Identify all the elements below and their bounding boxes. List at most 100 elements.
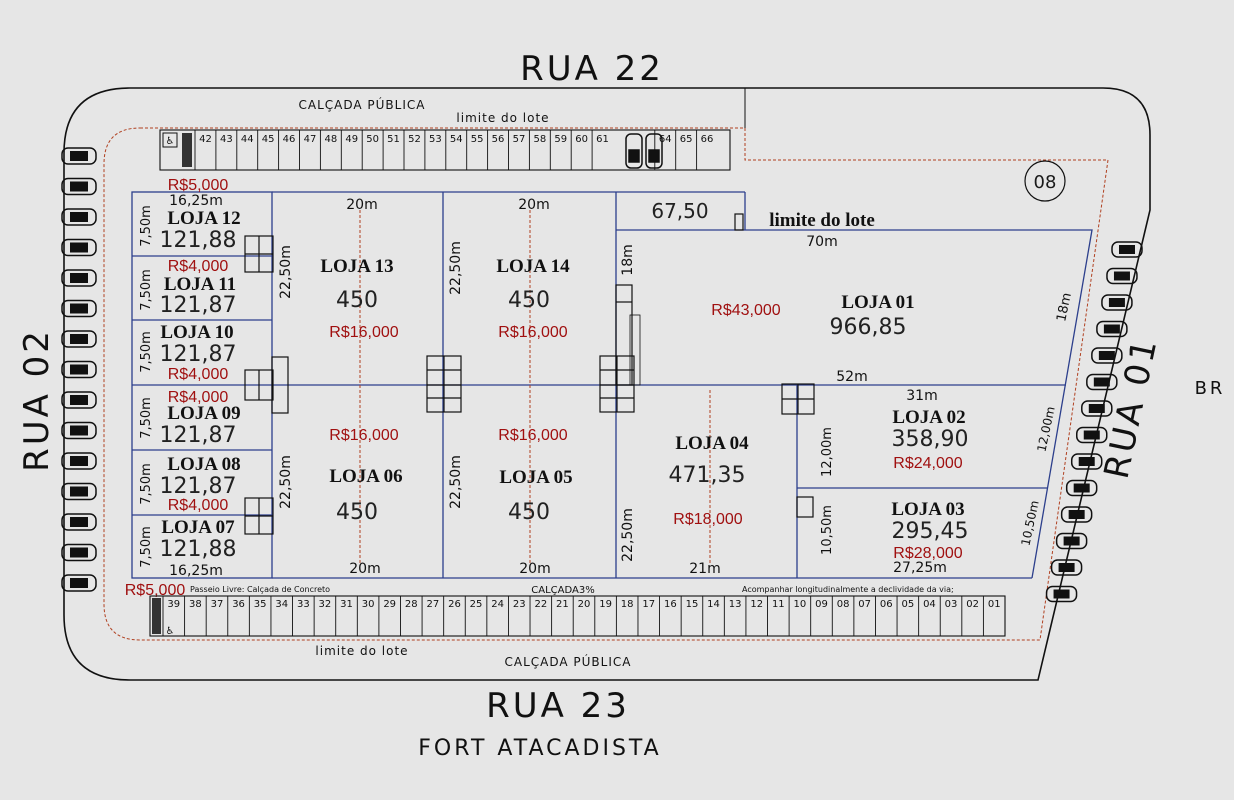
car-icons-left [61,147,97,592]
passeio-note: Passeio Livre: Calçada de Concreto [190,585,330,594]
parking-number: 26 [448,599,461,610]
dim-22-50-05: 22,50m [448,455,464,509]
parking-number: 09 [815,599,828,610]
lot-number-circle [1024,160,1066,202]
loja04-area: 471,35 [669,463,746,488]
calcada-publica-top: CALÇADA PÚBLICA [299,97,426,112]
loja03-price: R$28,000 [893,545,962,562]
parking-number: 24 [491,599,504,610]
car-icon [61,421,97,440]
dim-22-50-13: 22,50m [278,245,294,299]
car-icon [1060,506,1093,523]
car-icon [61,574,97,592]
parking-number: 37 [211,599,224,610]
parking-number: 60 [575,134,588,145]
parking-number: 29 [383,599,396,610]
parking-number: 19 [599,599,612,610]
dim-52m: 52m [836,369,867,385]
car-icon [1106,267,1138,285]
dim-18m-left: 18m [620,244,636,275]
parking-number: 25 [470,599,483,610]
parking-number: 55 [471,134,484,145]
parking-number: 64 [659,134,672,145]
street-west: RUA 02 [17,328,57,472]
dim-7-50-f: 7,50m [139,526,154,568]
dim-21m: 21m [689,561,720,577]
loja02-name: LOJA 02 [892,407,965,428]
parking-number: 34 [275,599,288,610]
parking-number: 46 [283,134,296,145]
acompanhar-note: Acompanhar longitudinalmente a declivida… [742,585,954,594]
parking-number: 42 [199,134,212,145]
parking-number: 21 [556,599,569,610]
dim-16-25-top: 16,25m [169,193,223,209]
limite-do-lote-bottom: limite do lote [315,644,408,658]
parking-number: 07 [858,599,871,610]
parking-number: 54 [450,134,463,145]
parking-number: 35 [254,599,267,610]
parking-number: 05 [901,599,914,610]
dim-67-50: 67,50 [651,199,708,223]
parking-number: 08 [837,599,850,610]
car-icon [1081,400,1113,417]
dim-27-25: 27,25m [893,560,947,576]
hatch-block-bottom [152,598,161,634]
dim-20m-13: 20m [346,197,377,213]
loja08-name: LOJA 08 [167,454,240,475]
parking-number: 01 [988,599,1001,610]
loja13-name: LOJA 13 [320,256,393,277]
car-icon [61,543,97,562]
car-icon [1076,426,1108,444]
car-icons-top [625,133,663,169]
dim-7-50-a: 7,50m [139,205,154,247]
lot-number: 08 [1034,172,1057,193]
parking-number: 14 [707,599,720,610]
loja12-name: LOJA 12 [167,208,240,229]
car-icon [1101,294,1133,311]
loja10-price: R$4,000 [168,366,229,383]
parking-number: 32 [319,599,332,610]
dim-20m-06: 20m [349,561,380,577]
parking-number: 48 [324,134,337,145]
loja10-area: 121,87 [160,342,237,367]
parking-number: 50 [366,134,379,145]
parking-number: 39 [167,599,180,610]
parking-number: 66 [701,134,714,145]
wheelchair-icon: ♿ [166,136,175,147]
parking-number: 57 [513,134,526,145]
dim-22-50-14: 22,50m [448,241,464,295]
lot-lines [131,191,1093,579]
loja05-price: R$16,000 [498,427,567,444]
car-icon [61,513,97,531]
parking-number: 49 [345,134,358,145]
parking-number: 06 [880,599,893,610]
car-icon [1091,347,1123,364]
car-icon [61,299,97,318]
loja06-price: R$16,000 [329,427,398,444]
car-icons-right [1045,241,1143,603]
loja01-price: R$43,000 [711,302,780,319]
loja07-price: R$5,000 [125,582,186,599]
street-east-tag: BR [1195,378,1226,399]
parking-number: 36 [232,599,245,610]
street-south: RUA 23 [486,686,630,726]
parking-number: 27 [427,599,440,610]
dim-7-50-c: 7,50m [139,331,154,373]
parking-number: 43 [220,134,233,145]
accessible-symbol-top [162,132,178,148]
car-icon [61,360,97,379]
parking-number: 44 [241,134,254,145]
dim-22-50-04: 22,50m [620,508,636,562]
parking-number: 17 [642,599,655,610]
parking-number: 04 [923,599,936,610]
car-icon [1050,559,1083,576]
dim-20m-14: 20m [518,197,549,213]
utility-boxes [244,213,815,535]
calcada-pct: CALÇADA3% [531,585,594,596]
car-icon [1055,532,1088,550]
dim-70m: 70m [806,234,837,250]
parking-number: 47 [304,134,317,145]
